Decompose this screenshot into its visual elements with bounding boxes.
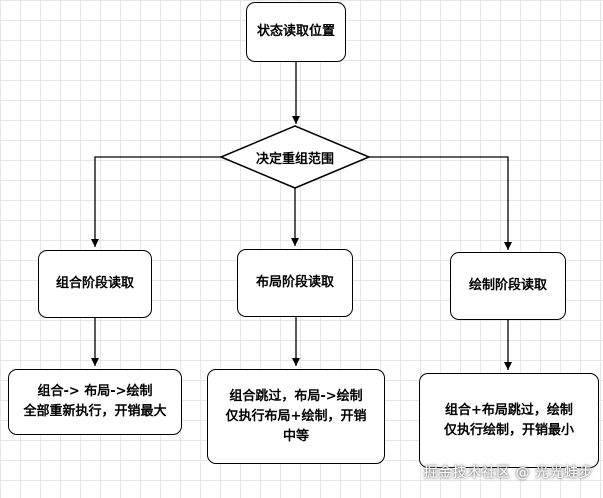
node-read-draw: 绘制阶段读取 xyxy=(450,252,566,320)
watermark: 掘金技术社区 @ 光光蛙步 xyxy=(423,465,593,481)
node-result-composition: 组合-> 布局->绘制 全部重新执行，开销最大 xyxy=(8,369,182,435)
node-read-composition: 组合阶段读取 xyxy=(38,250,152,318)
node-read-layout: 布局阶段读取 xyxy=(237,249,353,317)
node-decision-label: 决定重组范围 xyxy=(255,151,334,167)
node-start: 状态读取位置 xyxy=(246,2,346,62)
node-result-draw: 组合+布局跳过，绘制 仅执行绘制，开销最小 xyxy=(419,373,599,468)
arrow-decision-to-draw xyxy=(369,156,512,250)
arrow-decision-to-composition xyxy=(91,156,221,247)
node-result-layout: 组合跳过，布局->绘制 仅执行布局+绘制，开销 中等 xyxy=(207,369,385,464)
